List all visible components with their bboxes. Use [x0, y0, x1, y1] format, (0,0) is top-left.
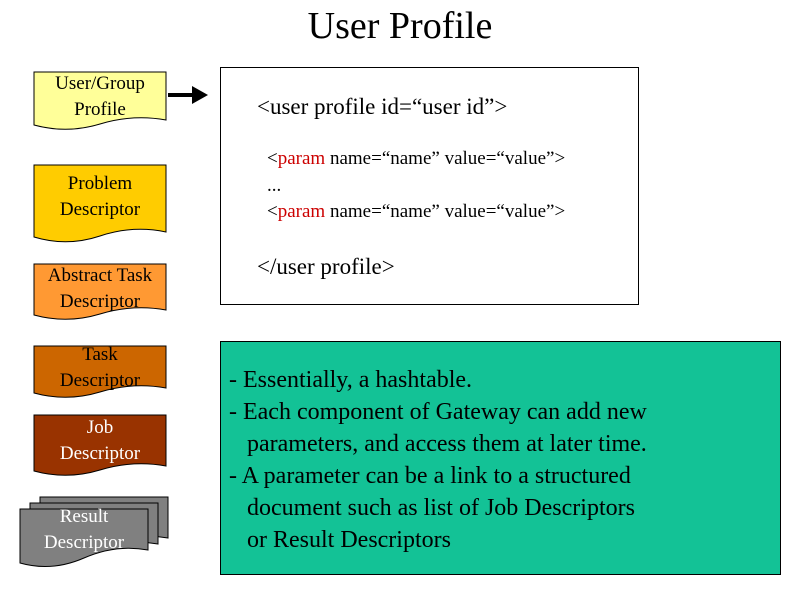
result-descriptor-front: [19, 508, 149, 567]
code-close-tag: </user profile>: [257, 254, 395, 279]
user-profile-code-box: <user profile id=“user id”> <param name=…: [220, 67, 639, 305]
note-line: document such as list of Job Descriptors: [229, 495, 635, 521]
code-ellipsis: ...: [267, 175, 282, 196]
arrow-right-icon: [168, 86, 208, 104]
code-open-tag: <user profile id=“user id”>: [257, 94, 508, 119]
task-descriptor-doc: [33, 345, 167, 398]
note-line: - Essentially, a hashtable.: [229, 367, 473, 393]
user-group-profile-doc: [33, 71, 167, 130]
code-param-line-1: <param name=“name” value=“value”>: [267, 148, 566, 169]
page-title: User Profile: [307, 5, 493, 47]
note-line: parameters, and access them at later tim…: [229, 431, 647, 457]
job-descriptor-doc: [33, 414, 167, 476]
problem-descriptor-doc: [33, 164, 167, 243]
note-line: - A parameter can be a link to a structu…: [229, 463, 631, 489]
note-line: - Each component of Gateway can add new: [229, 399, 647, 425]
param-keyword: param: [277, 148, 326, 169]
result-descriptor-stack: [19, 496, 169, 567]
code-param-line-2: <param name=“name” value=“value”>: [267, 201, 566, 222]
param-keyword: param: [277, 201, 326, 222]
abstract-task-descriptor-doc: [33, 263, 167, 320]
notes-box: - Essentially, a hashtable. - Each compo…: [220, 341, 781, 575]
note-line: or Result Descriptors: [229, 527, 451, 553]
